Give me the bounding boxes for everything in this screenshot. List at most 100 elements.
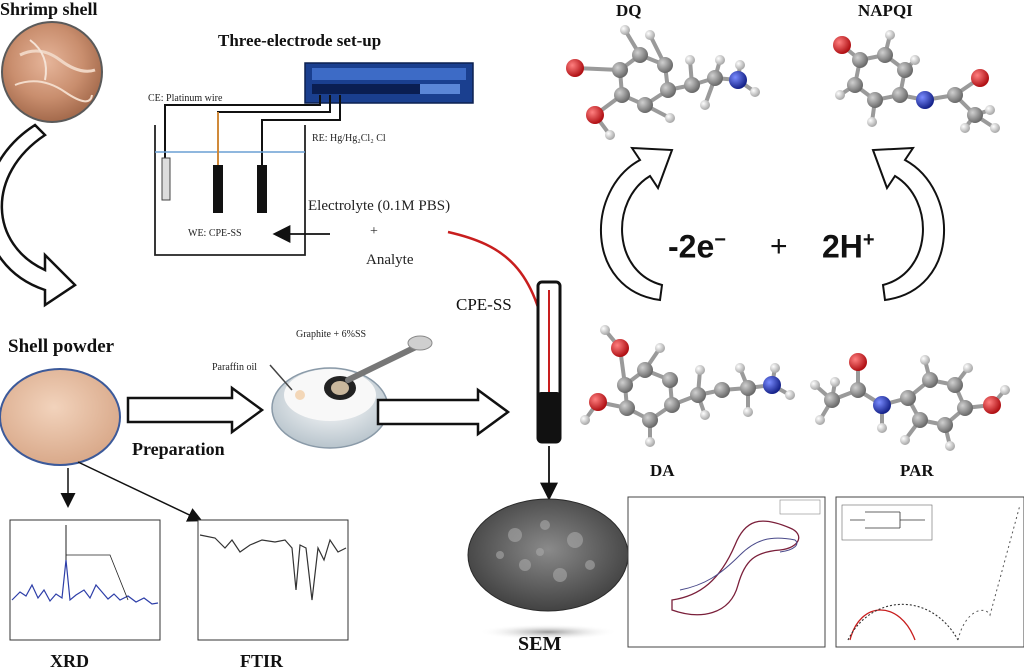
label-analyte: Analyte: [366, 252, 414, 268]
par-atom-c: [912, 412, 928, 428]
label-shell-powder: Shell powder: [8, 336, 115, 357]
napqi-atom-c: [847, 77, 863, 93]
dq-atom-c: [612, 62, 628, 78]
label-cpe-ss: CPE-SS: [456, 295, 512, 314]
dq-molecule: [566, 25, 760, 140]
par-atom-c: [922, 372, 938, 388]
label-preparation: Preparation: [132, 439, 225, 459]
napqi-atom-c: [947, 87, 963, 103]
label-par: PAR: [900, 461, 934, 480]
label-three-electrode: Three-electrode set-up: [218, 31, 382, 50]
potentiostat-device: [304, 62, 474, 104]
sem-image: [467, 498, 629, 640]
napqi-atom-h: [835, 90, 845, 100]
label-paraffin-oil: Paraffin oil: [212, 362, 258, 373]
dq-atom-h: [700, 100, 710, 110]
par-atom-h: [830, 377, 840, 387]
par-atom-c: [824, 392, 840, 408]
da-atom-c: [690, 387, 706, 403]
electrode-wires: [164, 95, 341, 200]
xrd-plot: [9, 519, 161, 641]
napqi-atom-h: [985, 105, 995, 115]
dq-atom-h: [620, 25, 630, 35]
red-wire: [447, 230, 550, 351]
label-graphite-ss: Graphite + 6%SS: [296, 329, 367, 340]
da-atom-c: [714, 382, 730, 398]
label-ftir: FTIR: [240, 651, 284, 671]
dq-atom-c: [614, 87, 630, 103]
par-atom-o: [983, 396, 1001, 414]
da-atom-c: [664, 397, 680, 413]
label-plus-small: +: [370, 224, 378, 239]
da-atom-c: [619, 400, 635, 416]
napqi-atom-o: [971, 69, 989, 87]
da-atom-h: [735, 363, 745, 373]
da-atom-h: [580, 415, 590, 425]
label-plus-big: +: [770, 230, 788, 263]
cv-plot: [627, 496, 826, 648]
arrow-to-ftir: [77, 461, 203, 522]
label-ce: CE: Platinum wire: [148, 93, 223, 104]
da-atom-h: [655, 343, 665, 353]
par-atom-h: [920, 355, 930, 365]
process-curved-arrow-1: [0, 123, 77, 308]
dq-atom-h: [715, 55, 725, 65]
napqi-atom-c: [852, 52, 868, 68]
label-da: DA: [650, 461, 675, 480]
eis-plot: [835, 496, 1024, 648]
dq-atom-c: [637, 97, 653, 113]
par-atom-c: [850, 382, 866, 398]
da-atom-c: [617, 377, 633, 393]
da-atom-c: [642, 412, 658, 428]
da-atom-h: [600, 325, 610, 335]
label-xrd: XRD: [50, 651, 89, 671]
par-atom-h: [877, 423, 887, 433]
dq-atom-c: [707, 70, 723, 86]
dq-atom-c: [657, 57, 673, 73]
par-atom-h: [900, 435, 910, 445]
napqi-atom-h: [990, 123, 1000, 133]
da-atom-c: [637, 362, 653, 378]
dq-atom-c: [632, 47, 648, 63]
da-atom-o: [611, 339, 629, 357]
par-atom-c: [900, 390, 916, 406]
napqi-atom-c: [867, 92, 883, 108]
dq-atom-c: [684, 77, 700, 93]
par-atom-h: [945, 441, 955, 451]
label-proton-loss: 2H+: [822, 230, 875, 263]
napqi-atom-n: [916, 91, 934, 109]
dq-atom-h: [750, 87, 760, 97]
two-h-text: 2H: [822, 228, 863, 265]
dq-atom-h: [685, 55, 695, 65]
dq-atom-h: [735, 60, 745, 70]
da-atom-o: [589, 393, 607, 411]
da-atom-h: [700, 410, 710, 420]
da-atom-h: [785, 390, 795, 400]
da-atom-h: [695, 365, 705, 375]
da-atom-n: [763, 376, 781, 394]
napqi-atom-h: [910, 55, 920, 65]
shrimp-shell-image: [1, 21, 103, 123]
dq-atom-h: [645, 30, 655, 40]
napqi-atom-o: [833, 36, 851, 54]
arrow-to-cpe: [376, 387, 511, 437]
dq-atom-n: [729, 71, 747, 89]
napqi-atom-c: [897, 62, 913, 78]
minus-2e-text: -2e: [668, 228, 715, 265]
electrochemical-cell: [154, 112, 306, 256]
oxidation-arrow-left: [600, 146, 674, 302]
par-atom-c: [957, 400, 973, 416]
par-atom-n: [873, 396, 891, 414]
preparation-arrow: [126, 385, 265, 435]
dq-atom-h: [665, 113, 675, 123]
dq-atom-h: [605, 130, 615, 140]
da-atom-c: [662, 372, 678, 388]
label-electron-loss: -2e−: [668, 230, 726, 263]
napqi-molecule: [833, 30, 1000, 133]
mixing-bowl-image: [269, 335, 433, 449]
two-h-sup: +: [862, 229, 875, 251]
dq-atom-o: [586, 106, 604, 124]
cpe-ss-electrode: [536, 280, 562, 444]
par-atom-h: [815, 415, 825, 425]
oxidation-arrow-right: [871, 146, 945, 302]
